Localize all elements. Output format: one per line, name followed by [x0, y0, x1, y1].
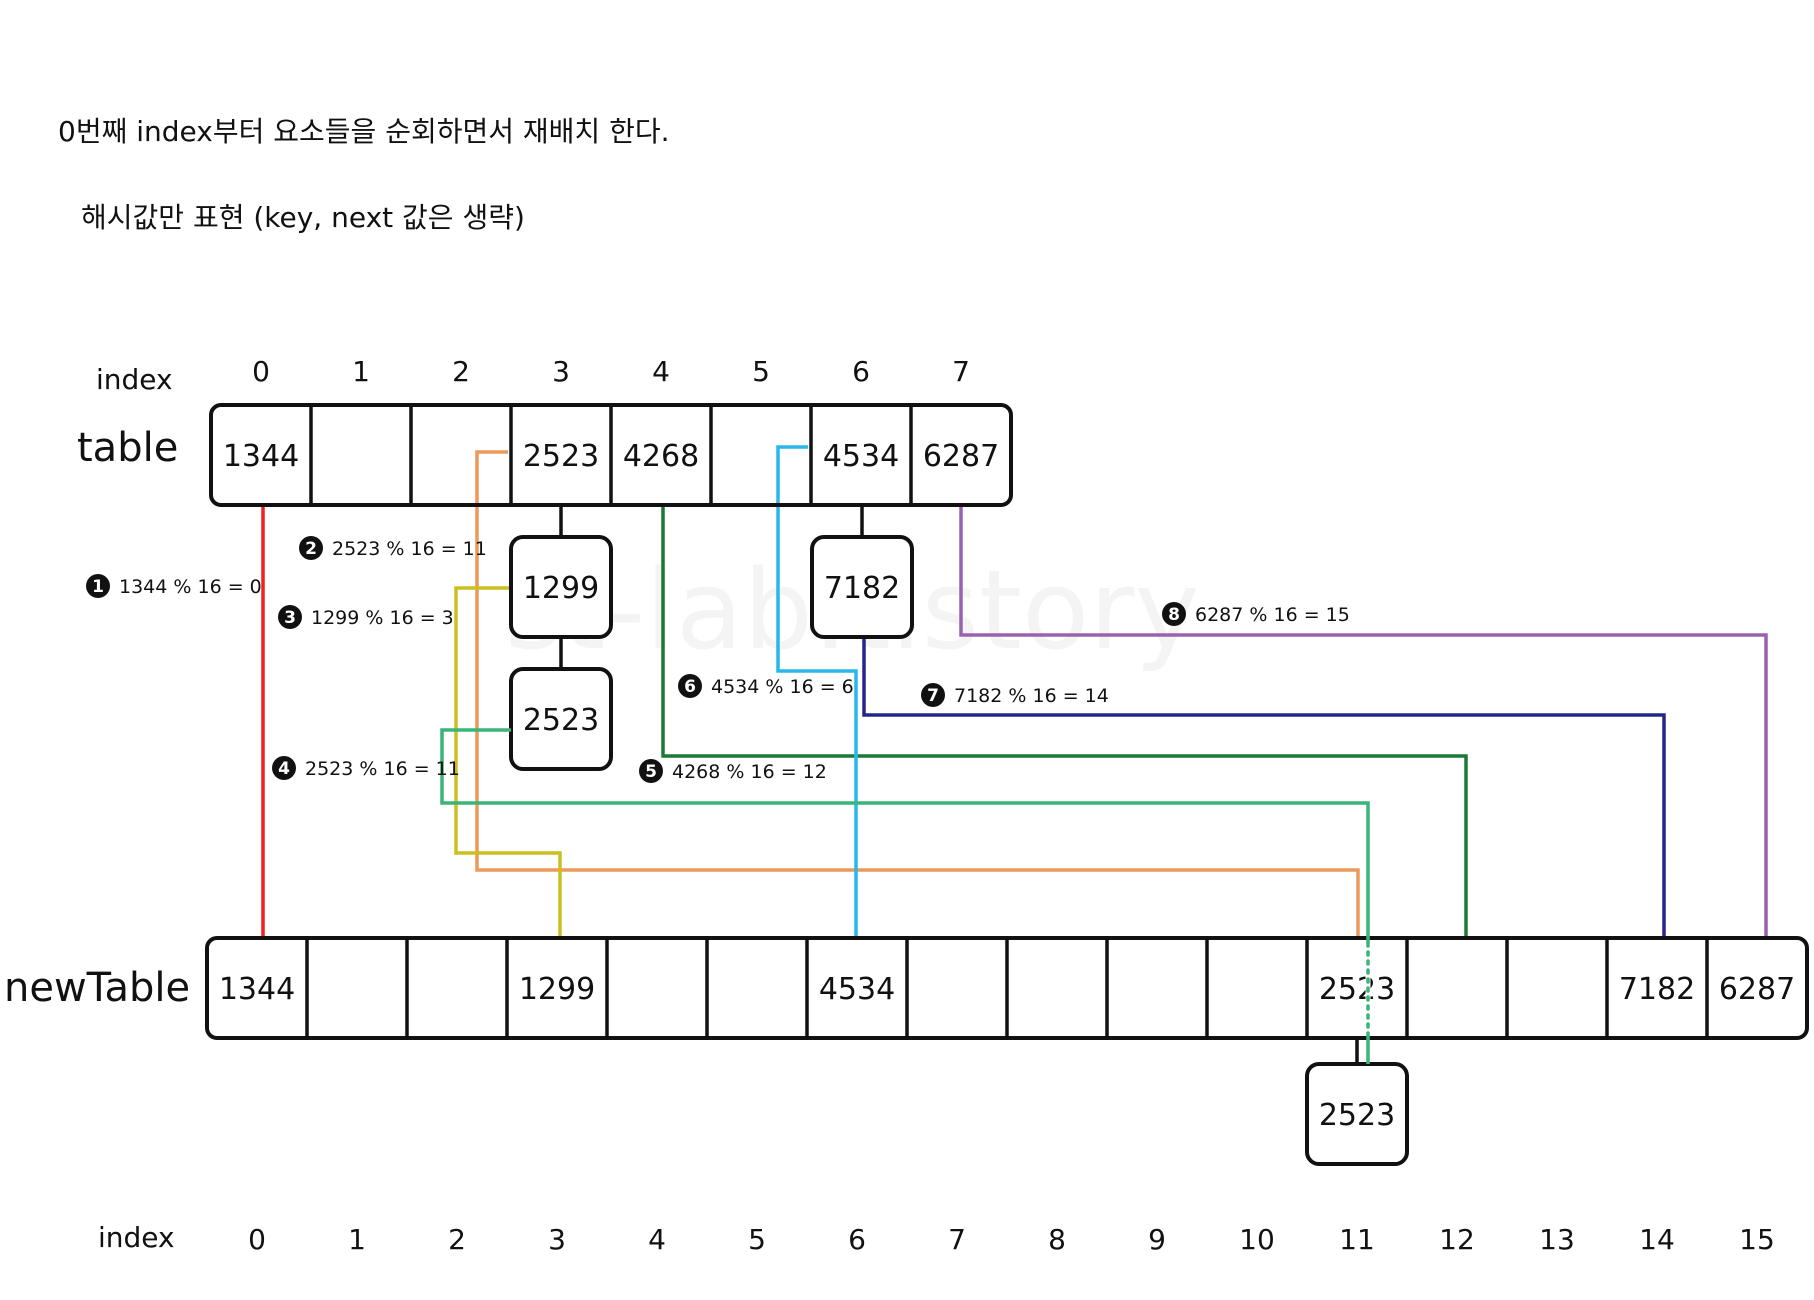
step-badge-7 [921, 683, 945, 707]
rehash-path-step-4 [440, 728, 1370, 1064]
new-table-index-7: 7 [948, 1223, 966, 1256]
new-table-index-4: 4 [648, 1223, 666, 1256]
new-table-index-12: 12 [1439, 1223, 1475, 1256]
table-index-1: 1 [352, 355, 370, 388]
table-cell-3: 2523 [523, 439, 599, 474]
step-badge-6 [678, 674, 702, 698]
table-index-6: 6 [852, 355, 870, 388]
chain-node-1299-box [509, 535, 613, 639]
new-table-label: newTable [4, 965, 190, 1011]
step-text-4: 2523 % 16 = 11 [305, 758, 460, 780]
new-table-index-5: 5 [748, 1223, 766, 1256]
new-table-cell-11: 2523 [1319, 972, 1395, 1007]
table-index-5: 5 [752, 355, 770, 388]
step-badge-8 [1162, 602, 1186, 626]
new-table-index-15: 15 [1739, 1223, 1775, 1256]
table-cell-7: 6287 [923, 439, 999, 474]
chain-node-2523-new: 2523 [1319, 1098, 1395, 1133]
step-badge-5 [639, 759, 663, 783]
table-index-3: 3 [552, 355, 570, 388]
step-number-6: 6 [684, 677, 696, 697]
table-cell-0: 1344 [223, 439, 299, 474]
rehash-path-step-8 [959, 505, 1768, 938]
step-number-4: 4 [278, 759, 290, 779]
new-table-index-0: 0 [248, 1223, 266, 1256]
rehash-path-step-7 [862, 637, 1666, 938]
new-table-index-6: 6 [848, 1223, 866, 1256]
chain-node-7182: 7182 [824, 571, 900, 606]
step-annotations: 1 1344 % 16 = 0 2 2523 % 16 = 11 3 1299 % 16 … [86, 536, 1350, 783]
new-table-index-13: 13 [1539, 1223, 1575, 1256]
rehash-path-step-2 [475, 450, 1360, 938]
step-text-5: 4268 % 16 = 12 [672, 761, 827, 783]
new-table-index-14: 14 [1639, 1223, 1675, 1256]
step-text-1: 1344 % 16 = 0 [119, 576, 262, 598]
table-cell-4: 4268 [623, 439, 699, 474]
table-cell-6: 4534 [823, 439, 899, 474]
new-table-cell-14: 7182 [1619, 972, 1695, 1007]
step-number-2: 2 [305, 539, 317, 559]
table-index-4: 4 [652, 355, 670, 388]
table-index-label: index [96, 363, 173, 396]
step-badge-4 [272, 756, 296, 780]
step-number-7: 7 [927, 686, 939, 706]
overlay-paths [440, 728, 1371, 1064]
step-number-3: 3 [284, 608, 296, 628]
new-table-index-label: index [98, 1221, 175, 1254]
step-text-8: 6287 % 16 = 15 [1195, 604, 1350, 626]
step-number-8: 8 [1168, 605, 1180, 625]
new-table-index-10: 10 [1239, 1223, 1275, 1256]
intro-line-1: 0번째 index부터 요소들을 순회하면서 재배치 한다. [58, 115, 670, 148]
new-table-index-11: 11 [1339, 1223, 1375, 1256]
step-badge-1 [86, 574, 110, 598]
step-number-1: 1 [92, 577, 104, 597]
new-table-index-8: 8 [1048, 1223, 1066, 1256]
step-text-3: 1299 % 16 = 3 [311, 607, 454, 629]
step-badge-2 [299, 536, 323, 560]
rehash-path-step-6 [776, 445, 858, 938]
table-label: table [77, 425, 178, 471]
step-text-7: 7182 % 16 = 14 [954, 685, 1109, 707]
chain-node-2523-box [509, 667, 613, 771]
new-table-index-9: 9 [1148, 1223, 1166, 1256]
chain-node-7182-box [810, 535, 914, 639]
table-index-7: 7 [952, 355, 970, 388]
table-index-2: 2 [452, 355, 470, 388]
new-table-index-3: 3 [548, 1223, 566, 1256]
new-table-cell-0: 1344 [219, 972, 295, 1007]
step-number-5: 5 [645, 762, 657, 782]
chain-node-2523-new-box [1305, 1062, 1409, 1166]
step-badge-3 [278, 605, 302, 629]
new-table-cell-15: 6287 [1719, 972, 1795, 1007]
table-index-0: 0 [252, 355, 270, 388]
new-table-cell-3: 1299 [519, 972, 595, 1007]
new-table-cell-6: 4534 [819, 972, 895, 1007]
chain-nodes: 1299 2523 7182 2523 [509, 505, 1409, 1166]
chain-node-1299: 1299 [523, 571, 599, 606]
rehash-path-step-5 [661, 505, 1468, 938]
chain-node-2523: 2523 [523, 703, 599, 738]
step-text-6: 4534 % 16 = 6 [711, 676, 854, 698]
new-table-index-1: 1 [348, 1223, 366, 1256]
step-text-2: 2523 % 16 = 11 [332, 538, 487, 560]
rehash-path-step-3 [454, 586, 562, 938]
rehash-paths [261, 445, 1768, 938]
new-table-index-2: 2 [448, 1223, 466, 1256]
intro-line-2: 해시값만 표현 (key, next 값은 생략) [81, 201, 525, 234]
